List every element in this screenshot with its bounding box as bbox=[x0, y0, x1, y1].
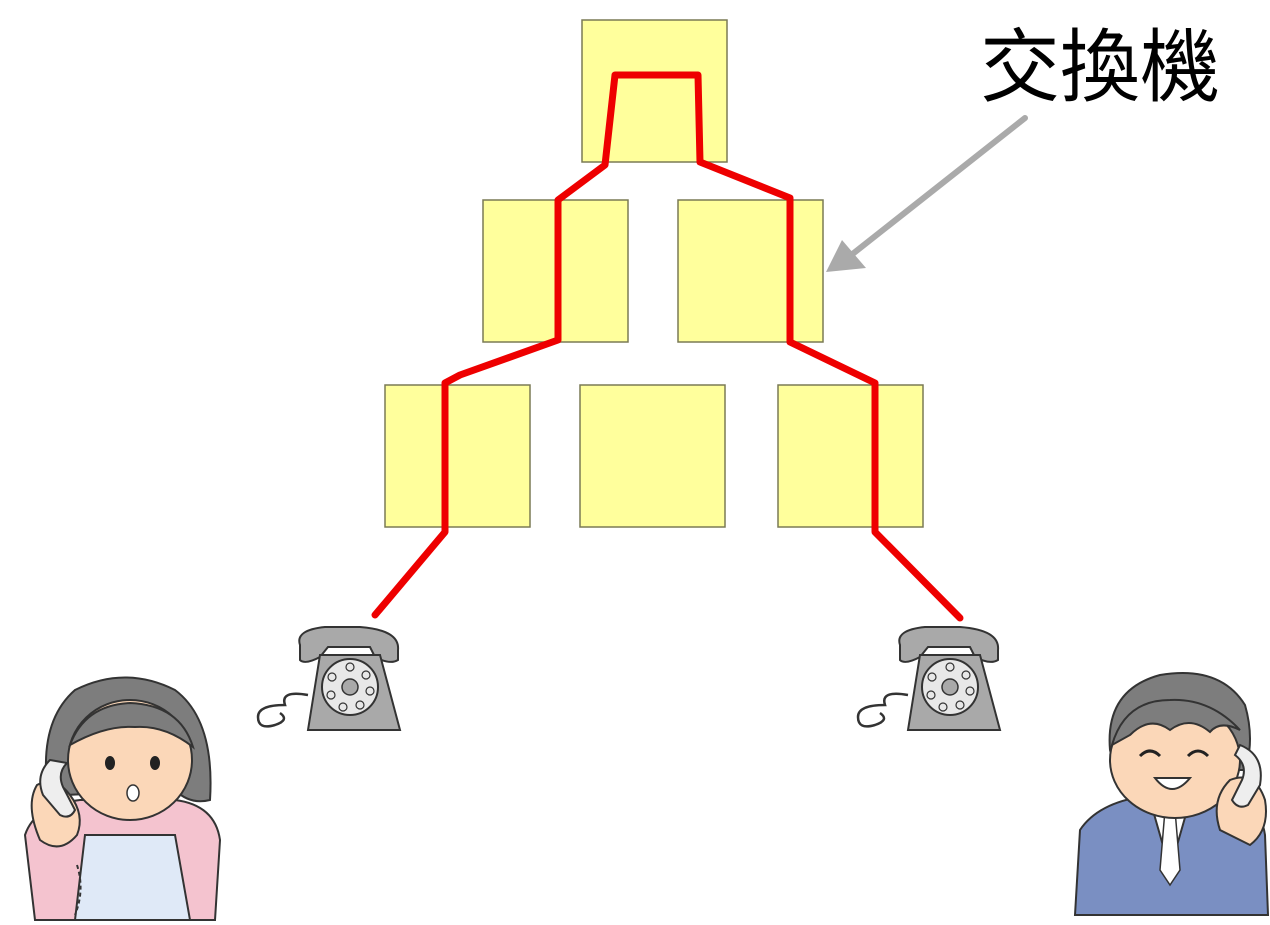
rotary-phone-icon bbox=[256, 626, 402, 731]
callout-arrow bbox=[826, 115, 1028, 272]
woman-caller-icon bbox=[23, 676, 222, 921]
switch-box-bottom-center bbox=[579, 384, 726, 528]
switch-box-bottom-left bbox=[384, 384, 531, 528]
switch-box-top bbox=[581, 19, 728, 163]
switch-box-mid-right bbox=[677, 199, 824, 343]
connection-path bbox=[371, 71, 964, 622]
rotary-phone-icon bbox=[856, 626, 1002, 731]
switch-box-bottom-right bbox=[777, 384, 924, 528]
switch-label: 交換機 bbox=[980, 21, 1220, 114]
man-caller-icon bbox=[1073, 672, 1270, 916]
switch-boxes bbox=[384, 19, 924, 528]
